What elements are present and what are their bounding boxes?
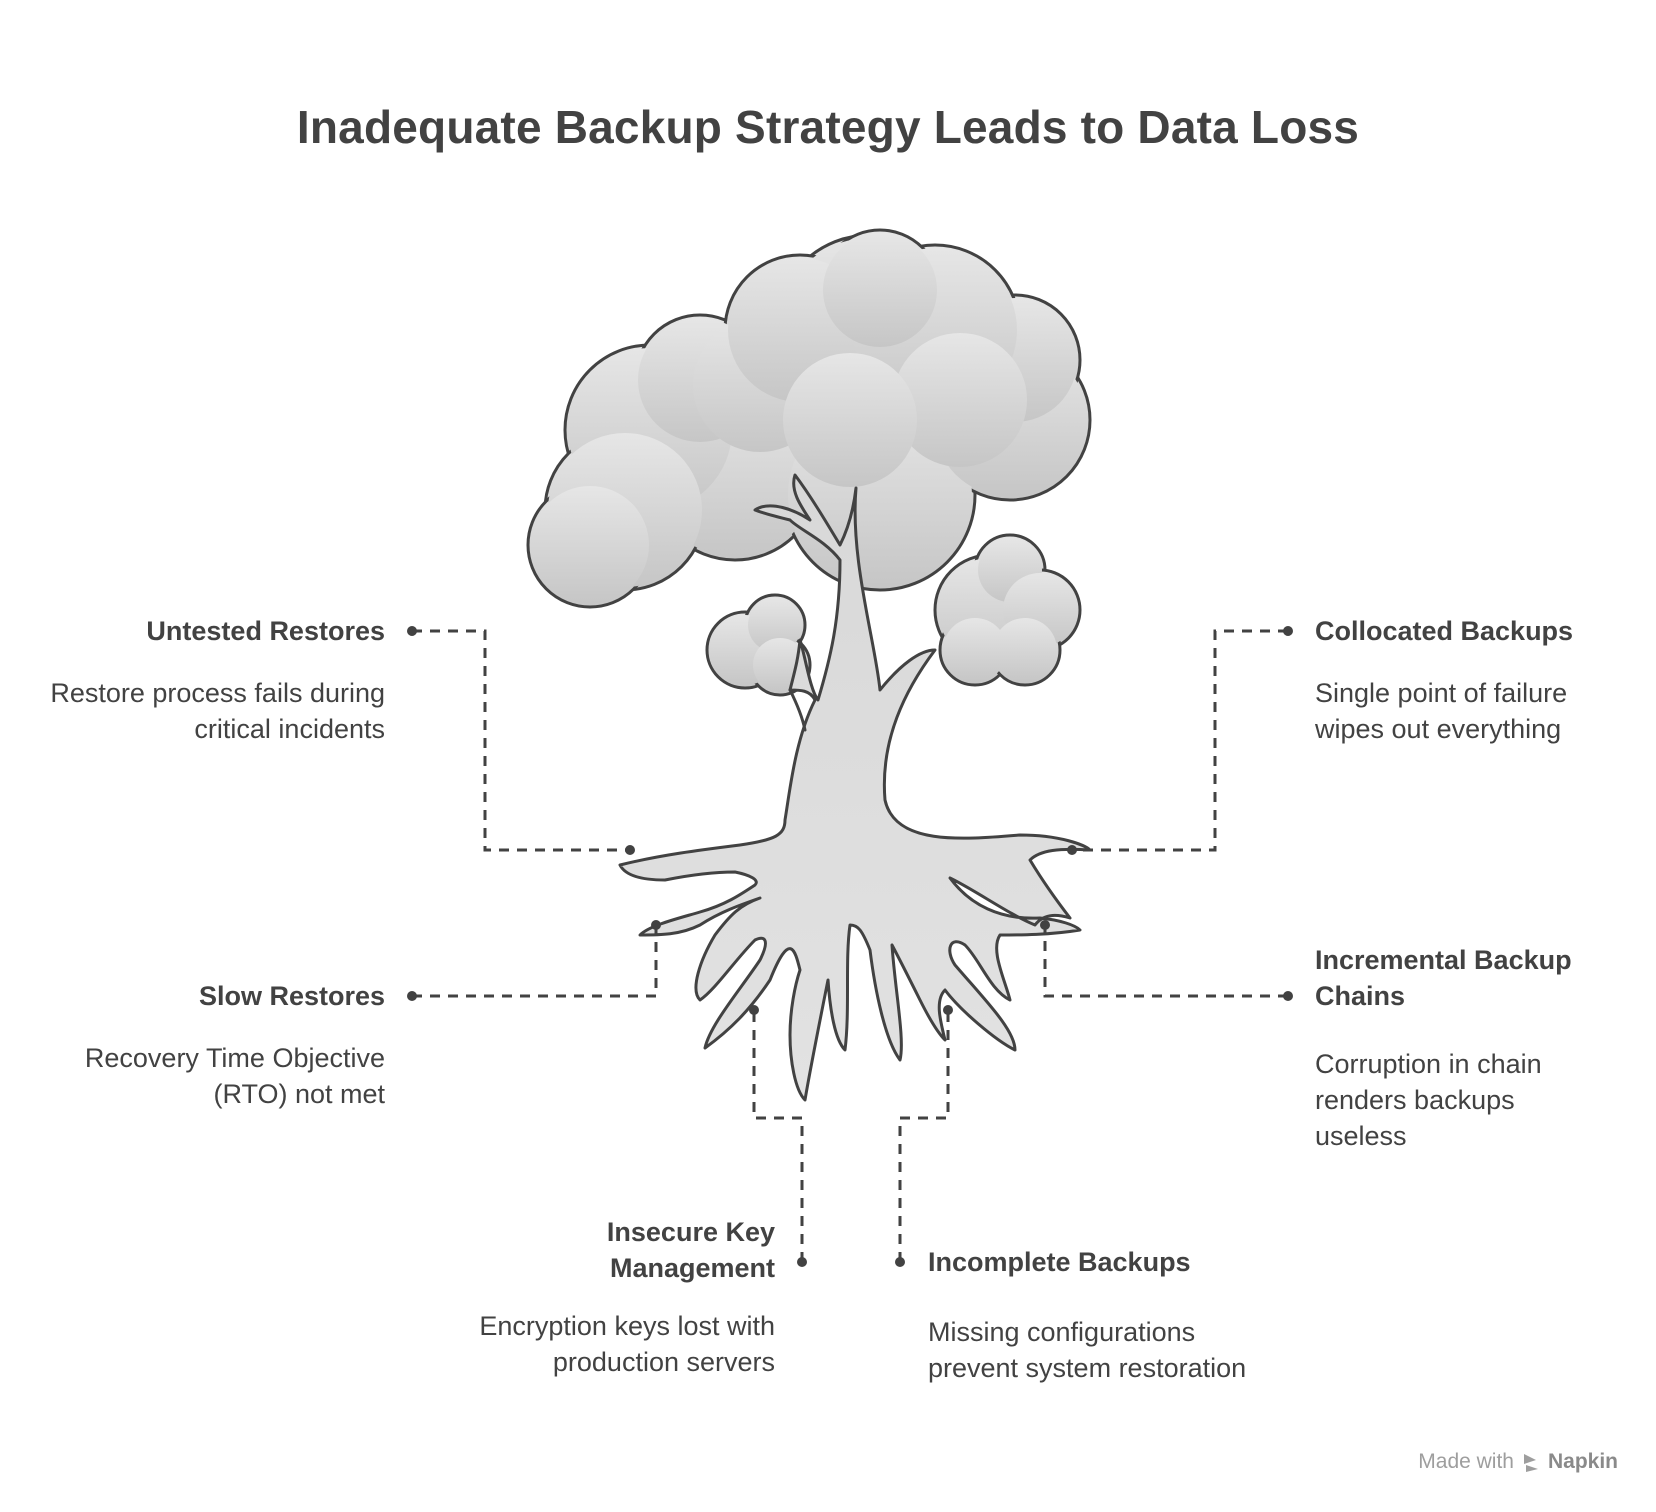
made-with-napkin-footer[interactable]: Made with Napkin xyxy=(1418,1450,1618,1474)
connector-insecure-key-management xyxy=(752,1010,804,1262)
dot-untested-restores-label xyxy=(407,626,417,636)
branch-heading: Insecure Key Management xyxy=(606,1217,775,1283)
connector-collocated-backups xyxy=(1072,629,1288,852)
made-with-label: Made with xyxy=(1418,1450,1514,1473)
connector-slow-restores xyxy=(412,925,658,998)
branch-heading: Collocated Backups xyxy=(1315,616,1574,646)
branch-description: Recovery Time Objective (RTO) not met xyxy=(84,1043,385,1109)
connector-incomplete-backups xyxy=(898,1010,950,1262)
branch-insecure-key-management: Insecure Key Management Encryption keys … xyxy=(430,1214,775,1380)
branch-collocated-backups: Collocated Backups Single point of failu… xyxy=(1315,613,1615,747)
dot-slow-restores-label xyxy=(407,991,417,1001)
napkin-logo-icon xyxy=(1523,1454,1538,1472)
dot-insecure-key-label xyxy=(797,1257,807,1267)
branch-description: Encryption keys lost with production ser… xyxy=(479,1311,775,1377)
diagram-title: Inadequate Backup Strategy Leads to Data… xyxy=(296,101,1360,153)
branch-slow-restores: Slow Restores Recovery Time Objective (R… xyxy=(40,978,385,1112)
dot-collocated-tree xyxy=(1067,845,1077,855)
tree-trunk xyxy=(618,473,1092,1102)
dot-slow-restores-tree xyxy=(651,920,661,930)
dot-collocated-label xyxy=(1283,626,1293,636)
dot-incremental-label xyxy=(1283,991,1293,1001)
dot-incomplete-backups-label xyxy=(895,1257,905,1267)
branch-heading: Incomplete Backups xyxy=(928,1247,1191,1277)
branch-heading: Slow Restores xyxy=(198,981,385,1011)
napkin-brand-label: Napkin xyxy=(1547,1450,1618,1473)
connector-untested-restores xyxy=(412,629,630,852)
branch-description: Missing configurations prevent system re… xyxy=(928,1317,1247,1383)
dot-untested-restores-tree xyxy=(625,845,635,855)
dot-insecure-key-tree xyxy=(749,1005,759,1015)
branch-description: Restore process fails during critical in… xyxy=(50,678,385,744)
branch-heading: Incremental Backup Chains xyxy=(1315,945,1572,1011)
dot-incomplete-backups-tree xyxy=(943,1005,953,1015)
branch-untested-restores: Untested Restores Restore process fails … xyxy=(40,613,385,747)
branch-description: Single point of failure wipes out everyt… xyxy=(1315,678,1568,744)
dot-incremental-tree xyxy=(1040,920,1050,930)
branch-incomplete-backups: Incomplete Backups Missing configuration… xyxy=(928,1244,1258,1386)
connector-incremental-backup-chains xyxy=(1043,925,1288,998)
branch-description: Corruption in chain renders backups usel… xyxy=(1315,1049,1542,1151)
branch-heading: Untested Restores xyxy=(146,616,385,646)
branch-incremental-backup-chains: Incremental Backup Chains Corruption in … xyxy=(1315,942,1615,1154)
